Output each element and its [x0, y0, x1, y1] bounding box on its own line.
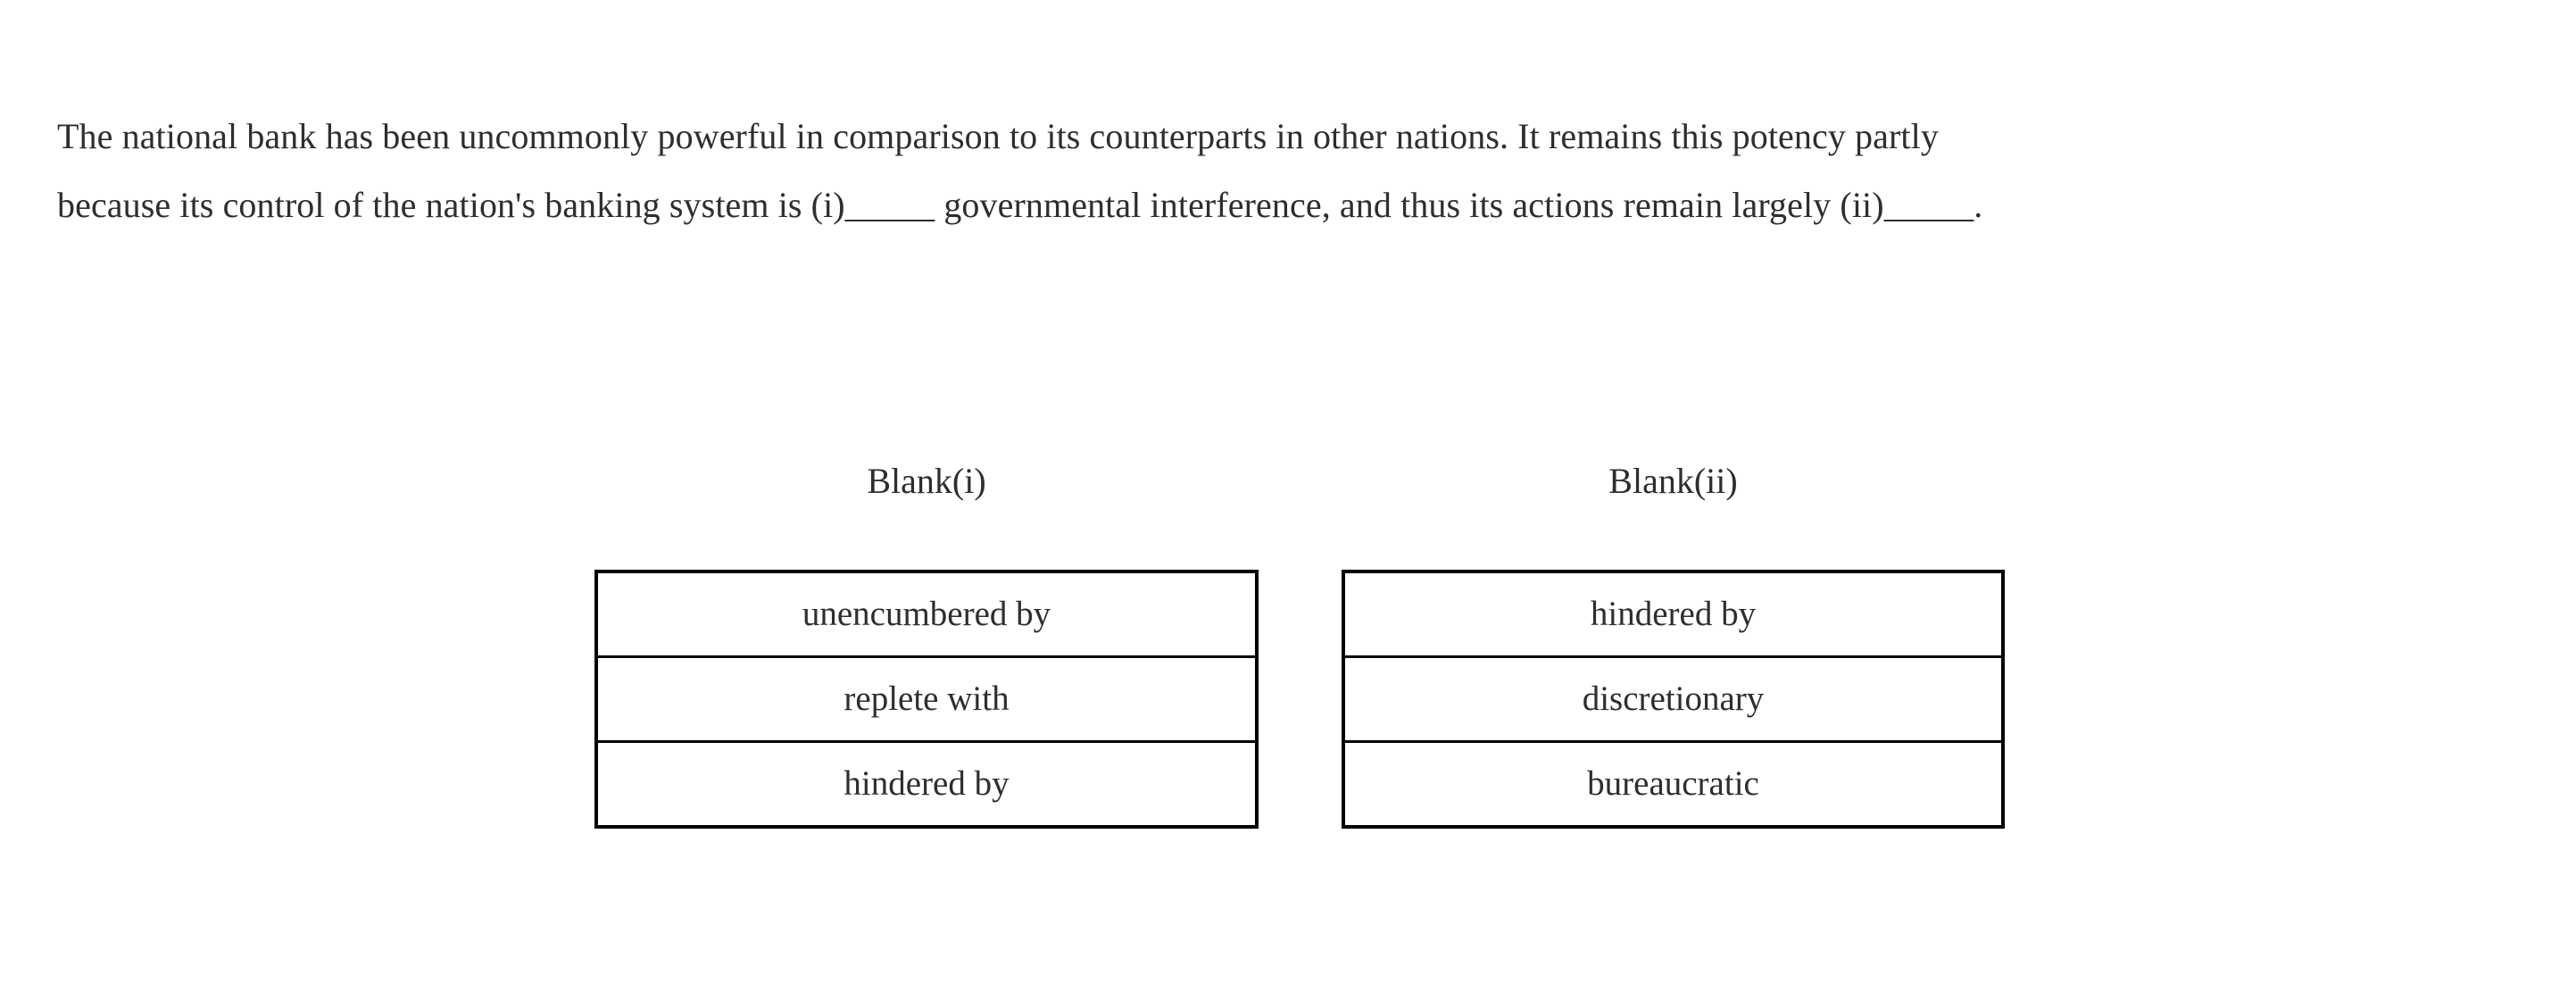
table-row[interactable]: hindered by [1342, 571, 2005, 658]
column-header-blank-ii: Blank(ii) [1608, 461, 1738, 501]
table-row[interactable]: replete with [594, 655, 1259, 743]
options-table-blank-i: unencumbered by replete with hindered by [594, 570, 1259, 829]
option-blank-i-3[interactable]: hindered by [594, 740, 1259, 827]
option-blank-i-2[interactable]: replete with [594, 655, 1259, 743]
answer-column-blank-ii: Blank(ii) hindered by discretionary bure… [1342, 461, 2005, 829]
option-blank-ii-1[interactable]: hindered by [1342, 571, 2005, 658]
passage-line-1: The national bank has been uncommonly po… [57, 116, 1939, 156]
table-row[interactable]: unencumbered by [594, 571, 1259, 658]
option-blank-ii-3[interactable]: bureaucratic [1342, 740, 2005, 827]
option-blank-i-1[interactable]: unencumbered by [594, 571, 1259, 658]
options-table-blank-ii: hindered by discretionary bureaucratic [1342, 570, 2005, 829]
question-passage: The national bank has been uncommonly po… [57, 102, 2503, 239]
passage-line-2: because its control of the nation's bank… [57, 185, 1983, 225]
table-row[interactable]: bureaucratic [1342, 740, 2005, 827]
option-blank-ii-2[interactable]: discretionary [1342, 655, 2005, 743]
answer-column-blank-i: Blank(i) unencumbered by replete with hi… [594, 461, 1259, 829]
column-header-blank-i: Blank(i) [867, 461, 986, 501]
table-row[interactable]: discretionary [1342, 655, 2005, 743]
table-row[interactable]: hindered by [594, 740, 1259, 827]
